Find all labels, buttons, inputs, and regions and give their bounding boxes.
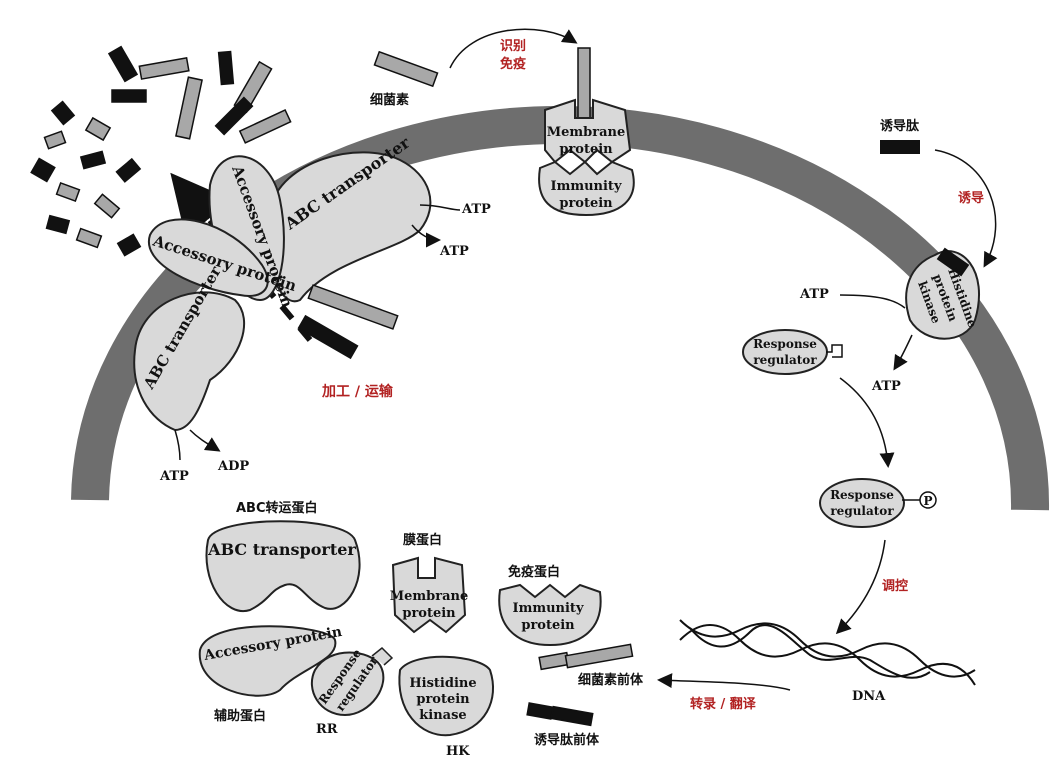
- immunity-protein-label: Immunity: [551, 179, 622, 194]
- abc-transporter-label: ABC transporter: [207, 540, 356, 559]
- legend-immunity-protein: Immunity protein: [499, 585, 600, 645]
- immunity-protein: Immunity protein: [539, 162, 634, 215]
- dna-helix: [680, 620, 975, 685]
- immunity-protein-label: protein: [559, 196, 613, 211]
- phosphate-label: P: [923, 494, 932, 508]
- legend-accessory-protein-label: 辅助蛋白: [214, 708, 266, 724]
- membrane-protein-label: protein: [402, 606, 456, 621]
- atp-label: ATP: [871, 379, 901, 394]
- histidine-kinase-label: protein: [416, 692, 470, 707]
- histidine-kinase-label: kinase: [419, 708, 466, 723]
- regulation-label: 调控: [882, 578, 908, 594]
- response-regulator-label: regulator: [830, 504, 894, 518]
- legend-immunity-protein-label: 免疫蛋白: [508, 564, 560, 580]
- dna-label: DNA: [852, 689, 886, 704]
- legend-abc-transporter: ABC transporter: [206, 521, 359, 611]
- response-regulator-label: Response: [830, 488, 894, 502]
- transcription-arrow: [660, 680, 790, 690]
- legend-abc-transporter-label: ABC转运蛋白: [236, 500, 318, 516]
- immunity-protein-label: protein: [521, 618, 575, 633]
- induction-label: 诱导: [958, 190, 984, 206]
- atp-label: ATP: [159, 469, 189, 484]
- bacteriocin-peptide: [374, 52, 437, 86]
- recognition-label: 识别: [500, 39, 526, 54]
- inducer-peptide-label: 诱导肽: [880, 118, 920, 134]
- transcription-translation-label: 转录 / 翻译: [690, 696, 757, 712]
- immunity-protein-label: Immunity: [513, 601, 584, 616]
- bacteriocin-precursor-icon: [539, 644, 632, 669]
- membrane-protein-label: protein: [559, 142, 613, 157]
- response-regulator-label: Response: [753, 337, 817, 351]
- atp-label: ATP: [461, 202, 491, 217]
- response-regulator-label: regulator: [753, 353, 817, 367]
- bacteriocin-label: 细菌素: [370, 92, 409, 108]
- histidine-kinase-label: Histidine: [409, 676, 476, 691]
- response-regulator-inactive: Response regulator: [743, 330, 842, 374]
- legend-membrane-protein: Membrane protein: [390, 558, 469, 632]
- legend-rr-label: RR: [316, 722, 338, 737]
- legend-histidine-kinase: Histidine protein kinase: [399, 657, 493, 735]
- adp-label: ADP: [217, 459, 249, 474]
- membrane-protein-label: Membrane: [390, 589, 469, 604]
- atp-label: ATP: [439, 244, 469, 259]
- membrane-protein-label: Membrane: [547, 125, 626, 140]
- immunity-label: 免疫: [500, 56, 526, 72]
- processing-transport-label: 加工 / 运输: [321, 383, 394, 400]
- response-regulator-active: P Response regulator: [820, 479, 936, 527]
- bacteriocin-precursor-label: 细菌素前体: [578, 672, 644, 688]
- inducer-precursor-label: 诱导肽前体: [534, 732, 600, 748]
- atp-label: ATP: [799, 287, 829, 302]
- legend-hk-label: HK: [446, 744, 470, 759]
- precursor-peptides-processing: [299, 285, 398, 358]
- legend-membrane-protein-label: 膜蛋白: [403, 532, 442, 548]
- induction-arrow: [935, 150, 996, 265]
- inducer-peptide: [880, 140, 920, 154]
- inducer-precursor-icon: [527, 703, 593, 725]
